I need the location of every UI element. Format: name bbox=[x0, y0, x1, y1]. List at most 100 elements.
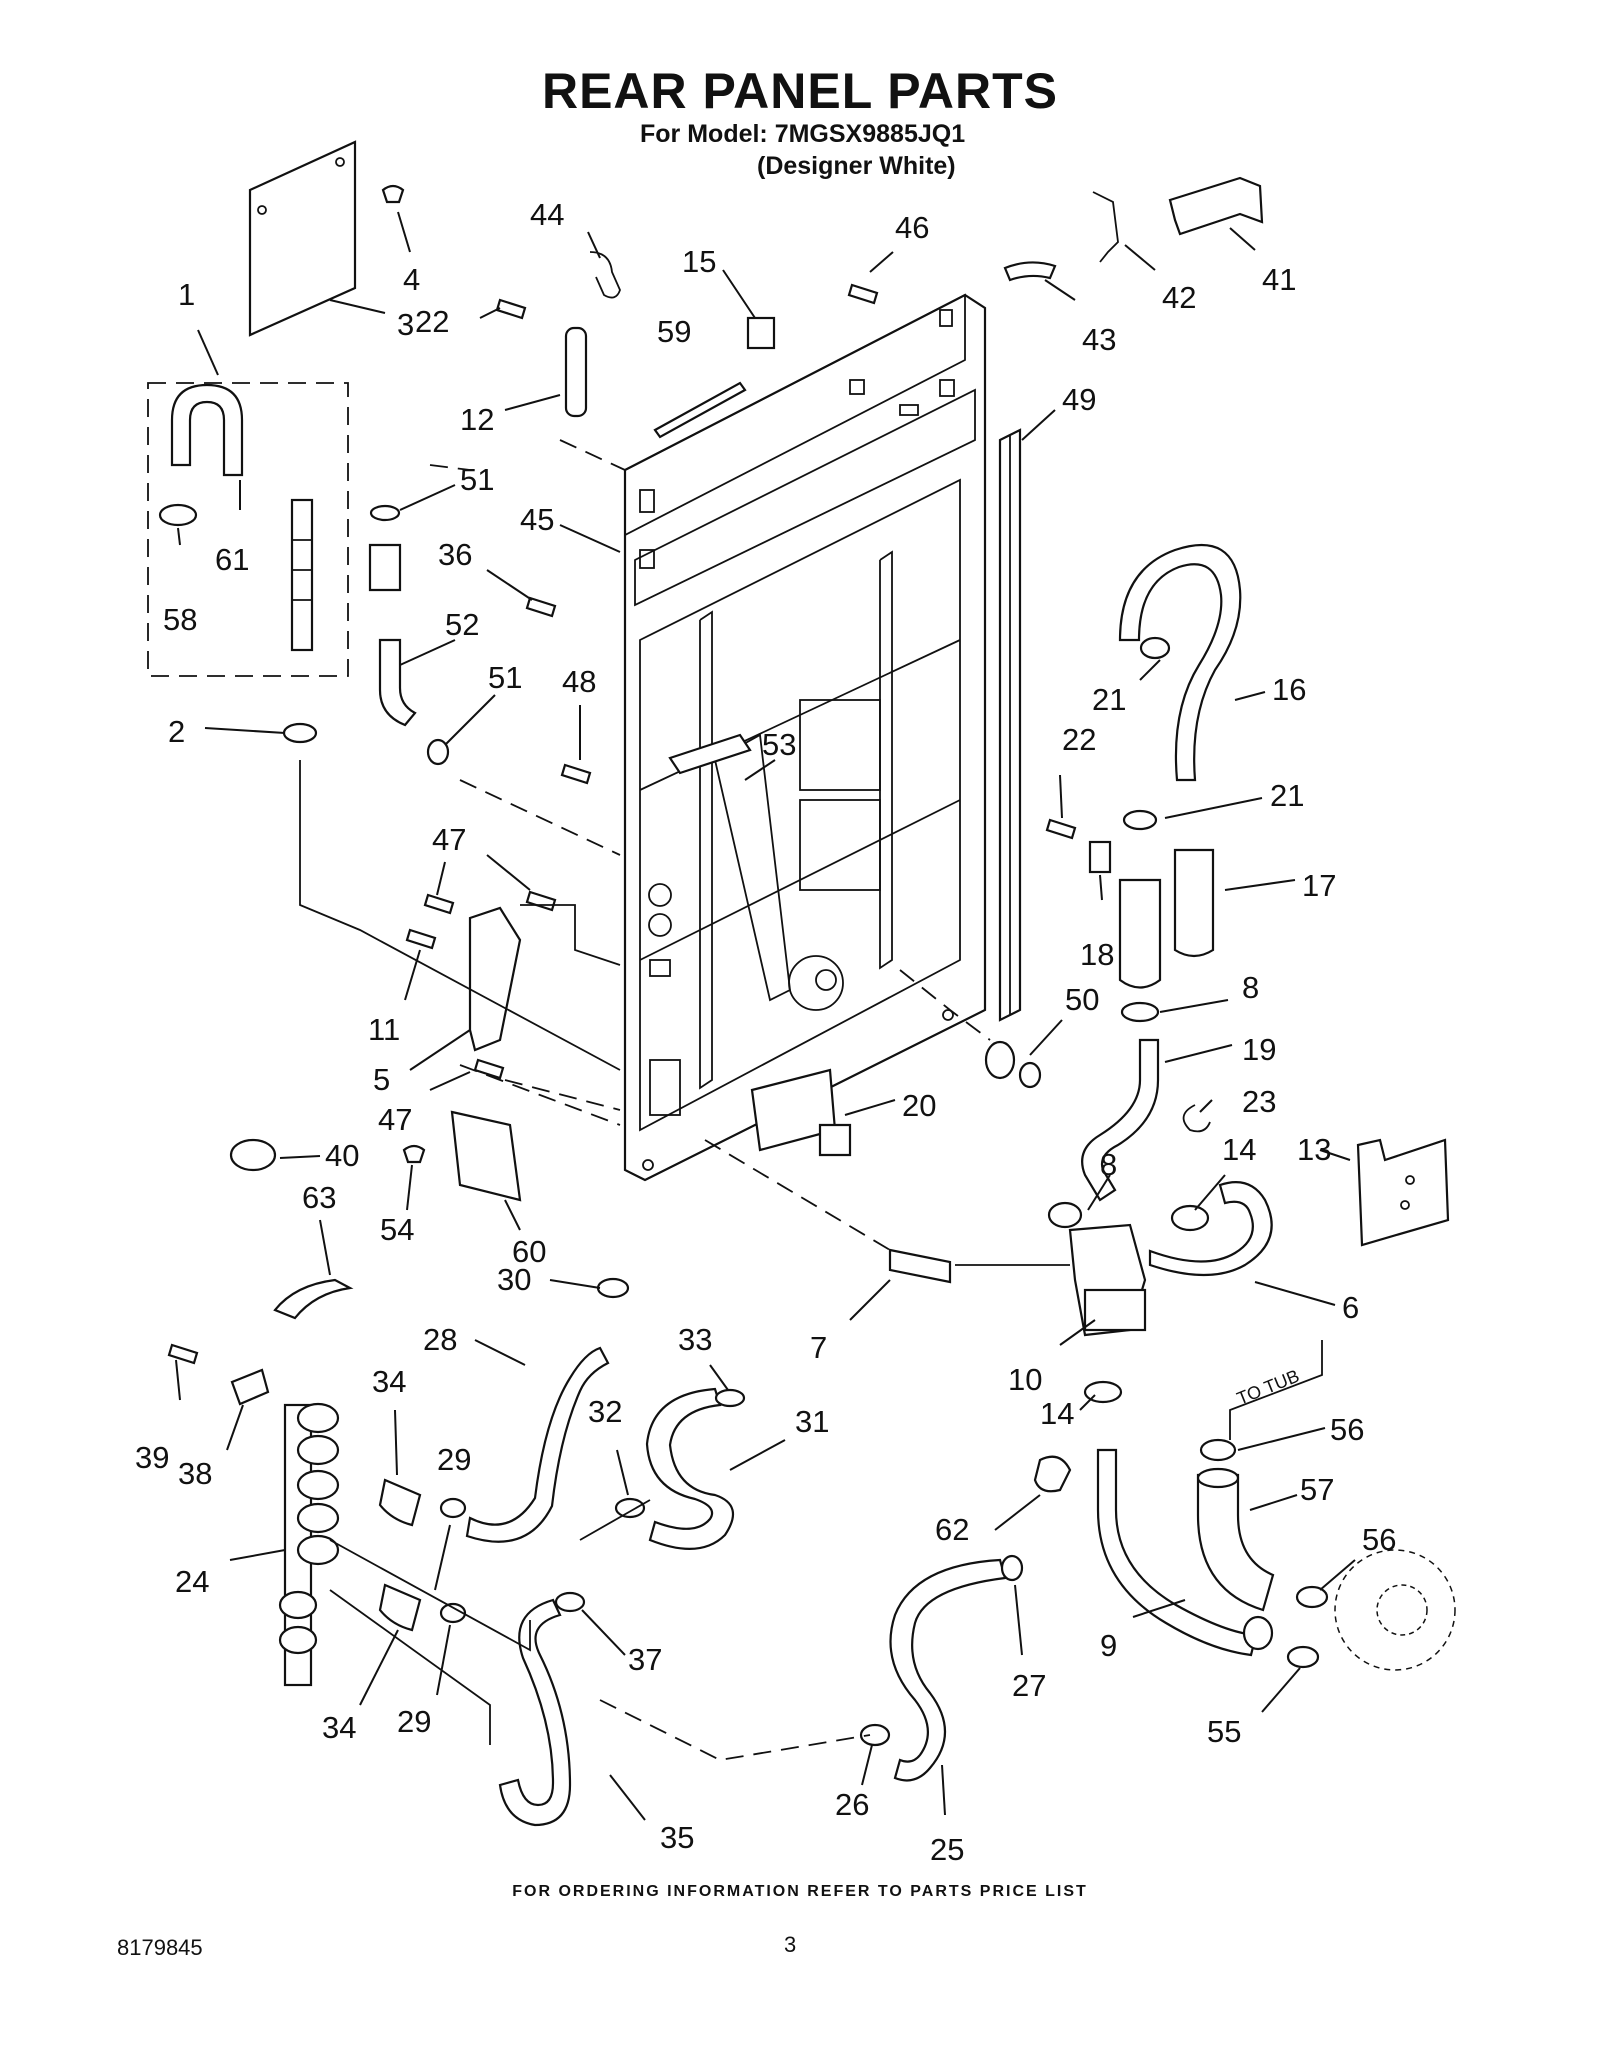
callout-42: 42 bbox=[1162, 280, 1196, 315]
callout-30: 30 bbox=[497, 1262, 531, 1297]
washer-top bbox=[369, 504, 401, 522]
inlet-fitting bbox=[368, 543, 402, 592]
filter-canister-a bbox=[1118, 878, 1162, 989]
solenoid bbox=[1083, 1288, 1147, 1332]
hose-25 bbox=[889, 1558, 1007, 1782]
callout-38: 38 bbox=[178, 1456, 212, 1491]
callout-47b: 47 bbox=[378, 1102, 412, 1137]
small-screw bbox=[381, 184, 405, 204]
callout-13: 13 bbox=[1297, 1132, 1331, 1167]
valve-hose-7 bbox=[888, 1248, 952, 1284]
callout-5: 5 bbox=[373, 1062, 390, 1097]
callout-20: 20 bbox=[902, 1088, 936, 1123]
callout-8a: 8 bbox=[1242, 970, 1259, 1005]
callout-8b: 8 bbox=[1100, 1147, 1117, 1182]
access-panel bbox=[248, 140, 357, 337]
screw-22b bbox=[1045, 818, 1077, 840]
callout-29a: 29 bbox=[437, 1442, 471, 1477]
callout-31: 31 bbox=[795, 1404, 829, 1439]
connector-34a bbox=[378, 1478, 422, 1527]
tub-outline bbox=[1334, 1549, 1456, 1671]
page-title: REAR PANEL PARTS bbox=[541, 63, 1059, 119]
cover-plate bbox=[450, 1110, 522, 1202]
spring-clip bbox=[1182, 1104, 1211, 1133]
callout-19: 19 bbox=[1242, 1032, 1276, 1067]
screw-48 bbox=[560, 763, 592, 785]
callout-14a: 14 bbox=[1222, 1132, 1256, 1167]
callout-17: 17 bbox=[1302, 868, 1336, 903]
clamp-26 bbox=[859, 1723, 891, 1747]
clamp-62 bbox=[1033, 1455, 1072, 1493]
hose-clamp bbox=[282, 722, 318, 744]
callout-41: 41 bbox=[1262, 262, 1296, 297]
panel-seal-strip bbox=[998, 428, 1022, 1022]
callout-32: 32 bbox=[588, 1394, 622, 1429]
screw-47c bbox=[473, 1058, 505, 1080]
clamp-29a bbox=[439, 1497, 467, 1519]
callout-46: 46 bbox=[895, 210, 929, 245]
callout-15: 15 bbox=[682, 244, 716, 279]
callout-47a: 47 bbox=[432, 822, 466, 857]
callout-51b: 51 bbox=[488, 660, 522, 695]
hose-35 bbox=[498, 1598, 572, 1827]
screw-36 bbox=[525, 596, 557, 618]
callout-57: 57 bbox=[1300, 1472, 1334, 1507]
connector-20 bbox=[818, 1123, 852, 1157]
hose-clip bbox=[273, 1278, 354, 1320]
drain-hose bbox=[170, 383, 244, 477]
ordering-note: FOR ORDERING INFORMATION REFER TO PARTS … bbox=[512, 1883, 1088, 1900]
callout-18: 18 bbox=[1080, 937, 1114, 972]
callout-55: 55 bbox=[1207, 1714, 1241, 1749]
callout-21a: 21 bbox=[1092, 682, 1126, 717]
clip-43 bbox=[1003, 261, 1057, 282]
callout-11: 11 bbox=[368, 1012, 400, 1047]
callout-61: 61 bbox=[215, 542, 249, 577]
connector-34b bbox=[378, 1583, 422, 1632]
callout-22b: 22 bbox=[1062, 722, 1096, 757]
callout-53: 53 bbox=[762, 727, 796, 762]
upper-hose bbox=[1118, 543, 1242, 782]
hose-28 bbox=[465, 1346, 610, 1543]
hose-57 bbox=[1196, 1473, 1275, 1612]
variant-line: (Designer White) bbox=[757, 152, 956, 180]
callout-12: 12 bbox=[460, 402, 494, 437]
callout-26: 26 bbox=[835, 1787, 869, 1822]
callout-6: 6 bbox=[1342, 1290, 1359, 1325]
callout-62: 62 bbox=[935, 1512, 969, 1547]
leader-lines bbox=[175, 211, 1356, 1821]
callout-63: 63 bbox=[302, 1180, 336, 1215]
callout-56a: 56 bbox=[1330, 1412, 1364, 1447]
callout-22a: 22 bbox=[415, 304, 449, 339]
filter-canister-b bbox=[1173, 848, 1215, 958]
callout-40: 40 bbox=[325, 1138, 359, 1173]
callout-60: 60 bbox=[512, 1234, 546, 1269]
callout-50: 50 bbox=[1065, 982, 1099, 1017]
callout-33: 33 bbox=[678, 1322, 712, 1357]
callout-23: 23 bbox=[1242, 1084, 1276, 1119]
clamp-56b bbox=[1295, 1585, 1329, 1609]
clamp-30 bbox=[596, 1277, 630, 1299]
callout-14b: 14 bbox=[1040, 1396, 1074, 1431]
callout-numbers: 1 2 3 4 5 6 7 8 8 9 10 11 12 13 14 14 15… bbox=[135, 197, 1396, 1867]
callout-7: 7 bbox=[810, 1330, 827, 1365]
grommet bbox=[229, 1138, 277, 1172]
page-number: 3 bbox=[784, 1932, 797, 1957]
screw-46 bbox=[847, 283, 879, 305]
washer-bottom bbox=[426, 738, 450, 766]
bracket-38 bbox=[230, 1368, 270, 1406]
clamp-14a bbox=[1170, 1204, 1210, 1232]
clamp-32 bbox=[614, 1497, 646, 1519]
clamp-56a bbox=[1199, 1438, 1237, 1462]
clamp-33 bbox=[714, 1388, 746, 1408]
to-tub-label: TO TUB bbox=[1234, 1366, 1302, 1409]
clamp-37 bbox=[554, 1591, 586, 1613]
callout-51a: 51 bbox=[460, 462, 494, 497]
callout-27: 27 bbox=[1012, 1668, 1046, 1703]
kit-box bbox=[147, 382, 349, 677]
callout-35: 35 bbox=[660, 1820, 694, 1855]
callout-28: 28 bbox=[423, 1322, 457, 1357]
clamp-55 bbox=[1286, 1645, 1320, 1669]
callout-34a: 34 bbox=[372, 1364, 406, 1399]
plug bbox=[402, 1144, 426, 1164]
callout-58: 58 bbox=[163, 602, 197, 637]
